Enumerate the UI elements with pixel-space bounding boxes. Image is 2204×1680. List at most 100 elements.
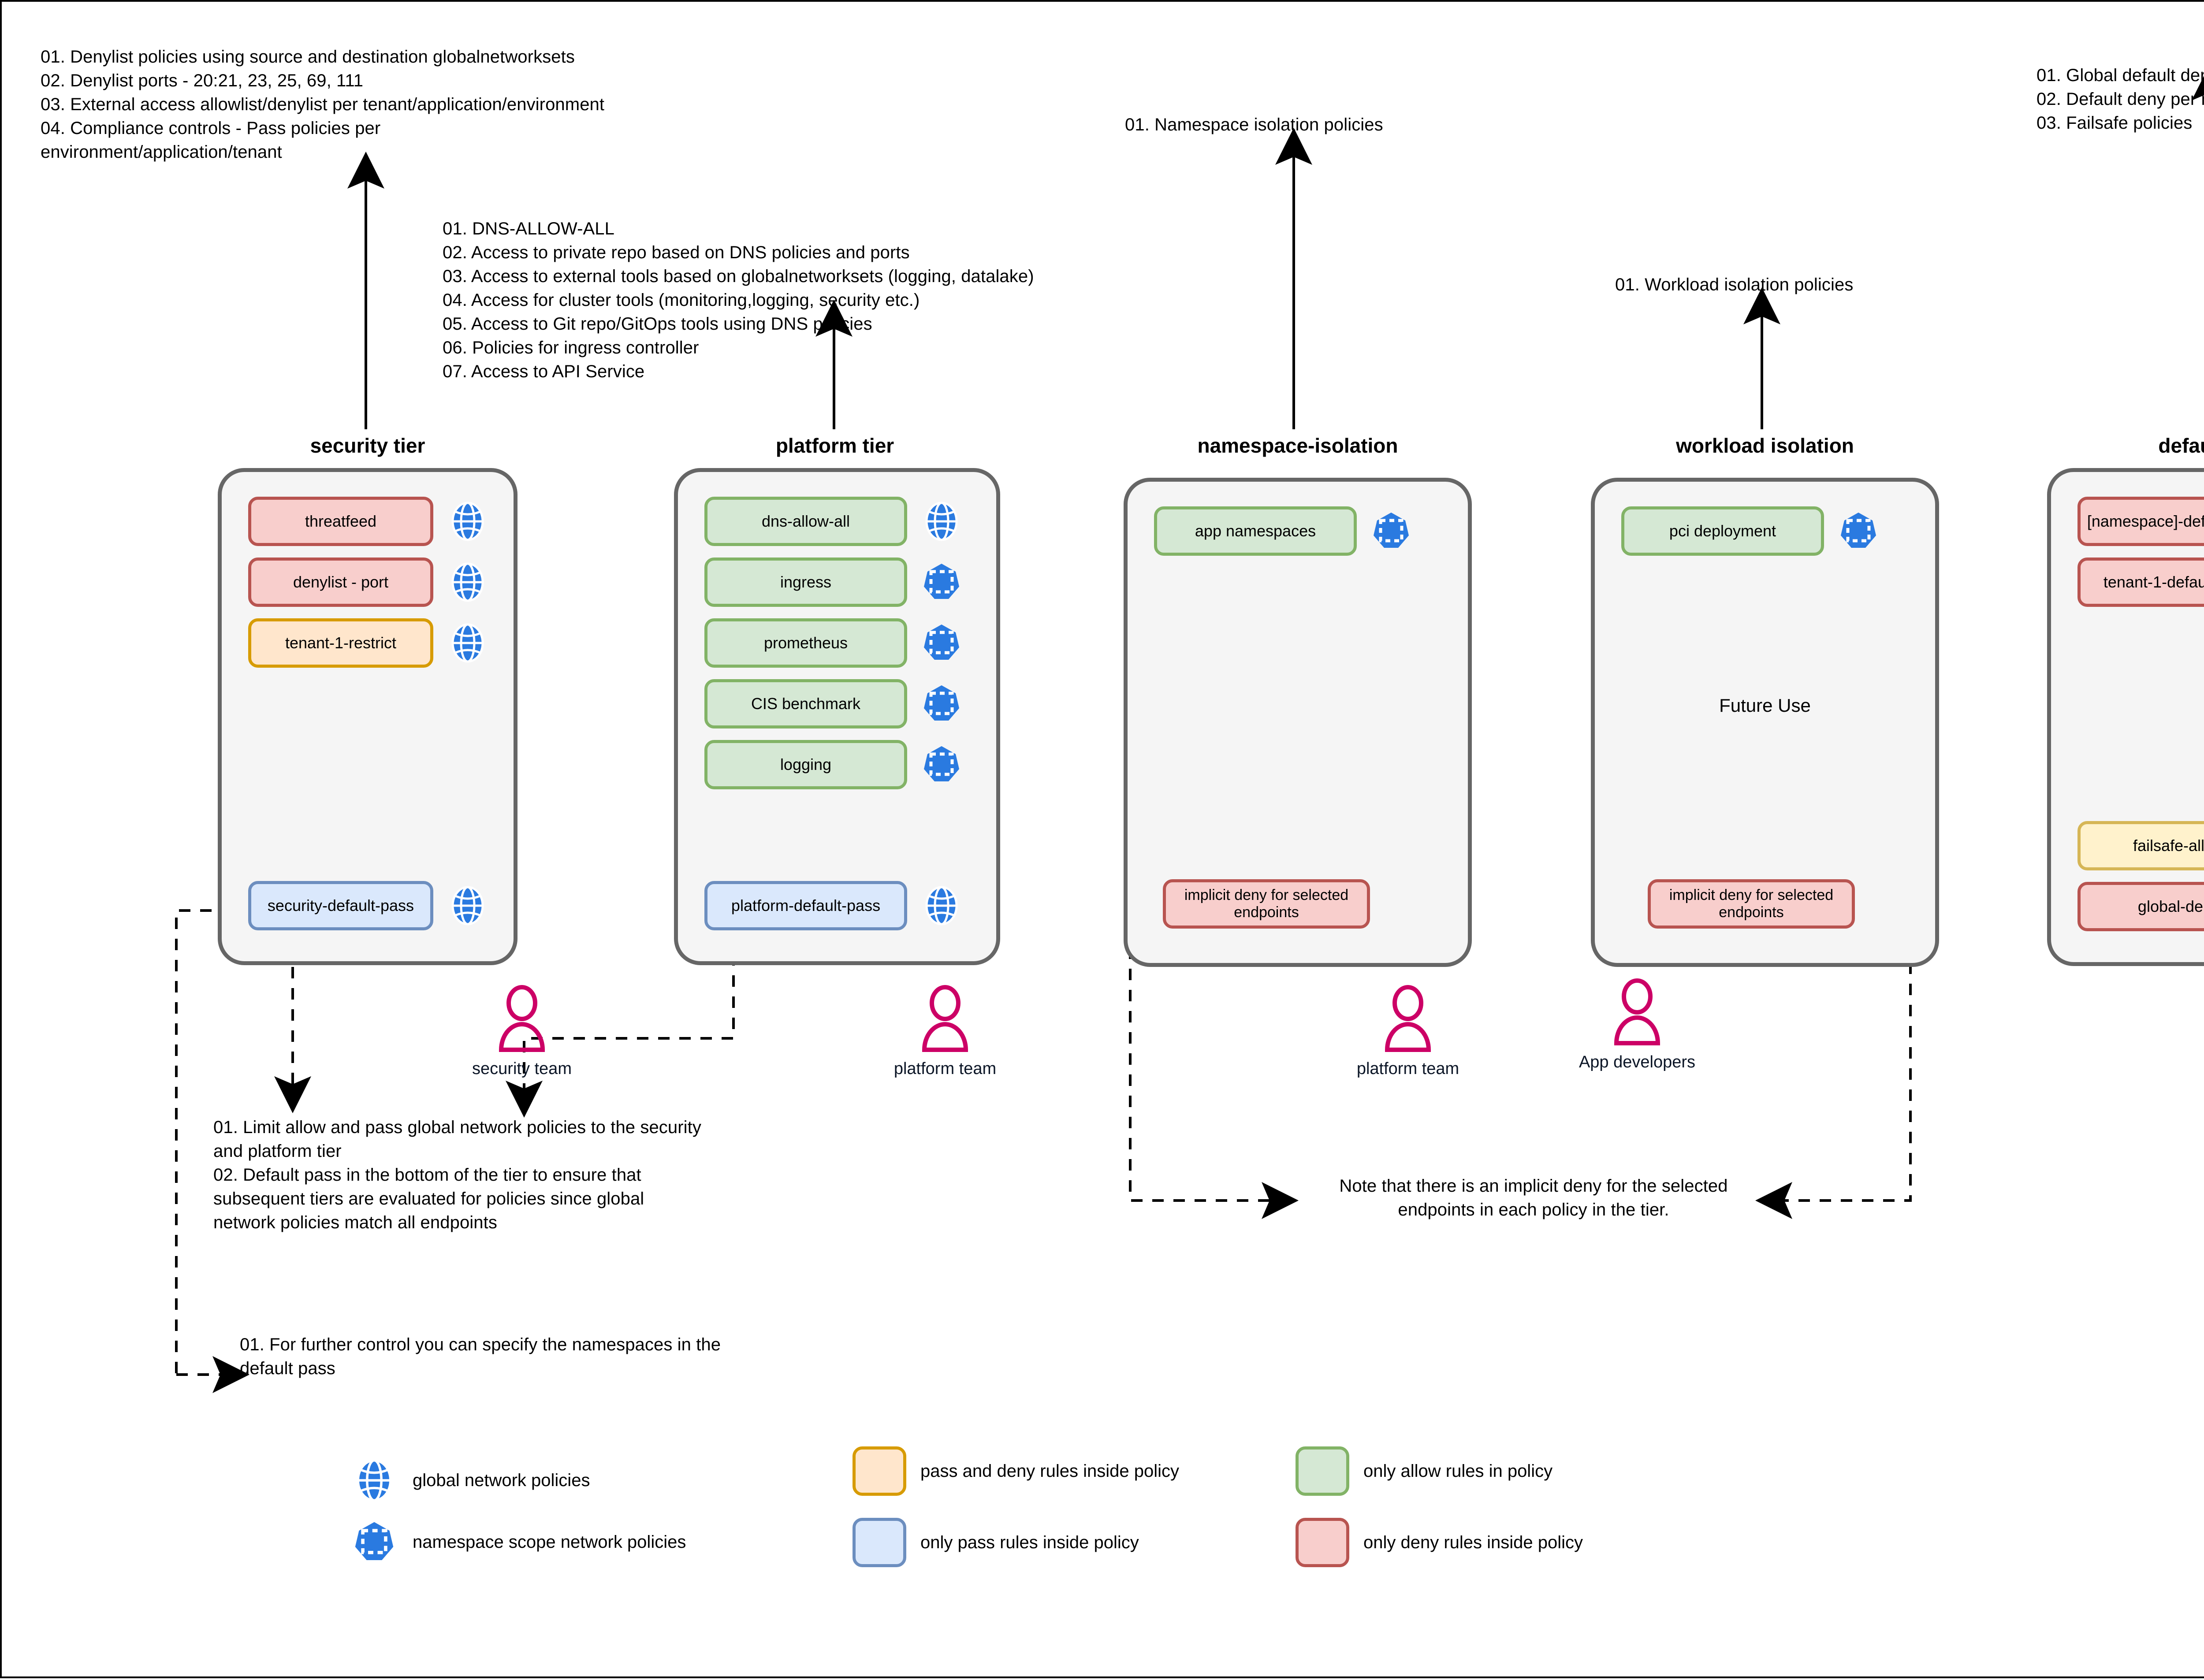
policy-row[interactable]: security-default-pass [248, 881, 487, 930]
legend-swatch-allow [1296, 1446, 1349, 1496]
policy-row[interactable]: denylist - port [248, 558, 487, 607]
tier-title-default: default tier [2158, 434, 2204, 457]
policy-chip-logging[interactable]: logging [704, 740, 907, 789]
global-network-policy-icon [445, 559, 491, 605]
policy-chip-tenant-1-default-deny[interactable]: tenant-1-default-deny [2077, 558, 2204, 607]
tier-platform-bottom-row: platform-default-pass [704, 881, 970, 930]
persona-label: App developers [1579, 1053, 1696, 1071]
tier-title-namespace-isolation: namespace-isolation [1197, 434, 1398, 457]
tier-security-policy-list: threatfeed denylist - p [248, 497, 487, 679]
tier-namespace-policy-list: app namespaces [1154, 506, 1441, 567]
global-network-policy-icon [445, 498, 491, 544]
tier-card-default[interactable]: [namespace]-default-deny tenant-1-defaul… [2047, 468, 2204, 966]
namespace-scope-policy-icon [1368, 508, 1414, 554]
policy-row[interactable]: CIS benchmark [704, 679, 970, 728]
policy-chip-ingress[interactable]: ingress [704, 558, 907, 607]
policy-chip-implicit-deny[interactable]: implicit deny for selected endpoints [1163, 879, 1370, 929]
policy-row[interactable]: threatfeed [248, 497, 487, 546]
default-tier-annotation: 01. Global default deny 02. Default deny… [2036, 66, 2204, 133]
user-icon [1385, 985, 1431, 1052]
namespace-scope-policy-icon [1835, 508, 1881, 554]
namespace-scope-policy-icon [919, 620, 964, 666]
legend-item-global-network-policies: global network policies [350, 1456, 590, 1505]
policy-row[interactable]: [namespace]-default-deny [2077, 497, 2204, 546]
legend-item-only-deny: only deny rules inside policy [1296, 1518, 1583, 1567]
tier-card-namespace-isolation[interactable]: app namespaces implicit deny for selecte… [1124, 478, 1472, 967]
policy-row[interactable]: ingress [704, 558, 970, 607]
policy-row[interactable]: platform-default-pass [704, 881, 970, 930]
policy-chip-platform-default-pass[interactable]: platform-default-pass [704, 881, 907, 930]
persona-label: platform team [1356, 1059, 1459, 1078]
tier-default-title-wrap: default tier [2051, 434, 2204, 457]
policy-chip-app-namespaces[interactable]: app namespaces [1154, 506, 1357, 556]
legend-label: only deny rules inside policy [1363, 1532, 1583, 1552]
global-network-policy-icon [445, 883, 491, 929]
policy-row[interactable]: app namespaces [1154, 506, 1441, 556]
namespace-isolation-annotation: 01. Namespace isolation policies [1125, 115, 1383, 134]
policy-row[interactable]: implicit deny for selected endpoints [1163, 879, 1441, 929]
legend-item-only-pass: only pass rules inside policy [853, 1518, 1139, 1567]
tier-card-workload-isolation[interactable]: pci deployment Future Use implicit deny … [1591, 478, 1939, 967]
policy-chip-threatfeed[interactable]: threatfeed [248, 497, 433, 546]
legend-label: only pass rules inside policy [920, 1532, 1139, 1552]
policy-chip-dns-allow-all[interactable]: dns-allow-all [704, 497, 907, 546]
policy-chip-cis-benchmark[interactable]: CIS benchmark [704, 679, 907, 728]
tier-title-workload-isolation: workload isolation [1676, 434, 1854, 457]
policy-row[interactable]: prometheus [704, 618, 970, 668]
policy-row[interactable]: failsafe-allow [2077, 821, 2204, 870]
policy-row[interactable]: pci deployment [1621, 506, 1909, 556]
tier-card-security[interactable]: threatfeed denylist - p [218, 468, 517, 965]
bottom-left-note: 01. Limit allow and pass global network … [213, 1118, 701, 1232]
tier-workload-title-wrap: workload isolation [1597, 434, 1932, 457]
policy-chip-implicit-deny[interactable]: implicit deny for selected endpoints [1648, 879, 1855, 929]
policy-row[interactable]: implicit deny for selected endpoints [1648, 879, 1909, 929]
persona-app-developers: App developers [1573, 978, 1701, 1072]
policy-chip-failsafe-allow[interactable]: failsafe-allow [2077, 821, 2204, 870]
global-network-policy-icon [919, 498, 964, 544]
legend-label: pass and deny rules inside policy [920, 1461, 1180, 1481]
policy-chip-global-deny[interactable]: global-deny [2077, 882, 2204, 931]
tier-platform-title-wrap: platform tier [676, 434, 994, 457]
implicit-deny-note: Note that there is an implicit deny for … [1339, 1176, 1728, 1219]
default-pass-note: 01. For further control you can specify … [240, 1335, 721, 1378]
user-icon [1614, 978, 1660, 1045]
global-network-policy-icon [919, 883, 964, 929]
tier-platform-policy-list: dns-allow-all ingress [704, 497, 970, 801]
persona-platform-team-2: platform team [1351, 985, 1465, 1078]
policy-row[interactable]: global-deny [2077, 882, 2204, 931]
legend-item-pass-and-deny: pass and deny rules inside policy [853, 1446, 1179, 1496]
policy-chip-prometheus[interactable]: prometheus [704, 618, 907, 668]
policy-chip-pci-deployment[interactable]: pci deployment [1621, 506, 1824, 556]
tier-card-platform[interactable]: dns-allow-all ingress [674, 468, 1000, 965]
policy-row[interactable]: tenant-1-default-deny [2077, 558, 2204, 607]
policy-row[interactable]: tenant-1-restrict [248, 618, 487, 668]
persona-label: platform team [894, 1059, 997, 1078]
user-icon [499, 985, 545, 1052]
policy-row[interactable]: dns-allow-all [704, 497, 970, 546]
legend-label: global network policies [413, 1470, 590, 1490]
future-use-label: Future Use [1719, 695, 1811, 716]
persona-platform-team: platform team [888, 985, 1002, 1078]
policy-chip-denylist-port[interactable]: denylist - port [248, 558, 433, 607]
policy-chip-security-default-pass[interactable]: security-default-pass [248, 881, 433, 930]
namespace-scope-policy-icon [919, 681, 964, 727]
tier-default-policy-list: [namespace]-default-deny tenant-1-defaul… [2077, 497, 2204, 618]
legend-swatch-pass [853, 1518, 906, 1567]
global-network-policy-icon [350, 1456, 398, 1505]
legend-item-namespace-scope-policies: namespace scope network policies [350, 1518, 686, 1566]
namespace-scope-policy-icon [350, 1518, 398, 1566]
persona-label: security team [472, 1059, 572, 1078]
tier-title-platform: platform tier [775, 434, 894, 457]
policy-chip-namespace-default-deny[interactable]: [namespace]-default-deny [2077, 497, 2204, 546]
security-tier-annotation: 01. Denylist policies using source and d… [41, 47, 605, 162]
tier-security-bottom-row: security-default-pass [248, 881, 487, 930]
user-icon [922, 985, 968, 1052]
policy-chip-tenant-1-restrict[interactable]: tenant-1-restrict [248, 618, 433, 668]
legend-swatch-deny [1296, 1518, 1349, 1567]
policy-row[interactable]: logging [704, 740, 970, 789]
namespace-scope-policy-icon [919, 559, 964, 605]
persona-security-team: security team [465, 985, 579, 1078]
tier-security-title-wrap: security tier [209, 434, 526, 457]
tier-namespace-bottom-row: implicit deny for selected endpoints [1163, 879, 1441, 929]
